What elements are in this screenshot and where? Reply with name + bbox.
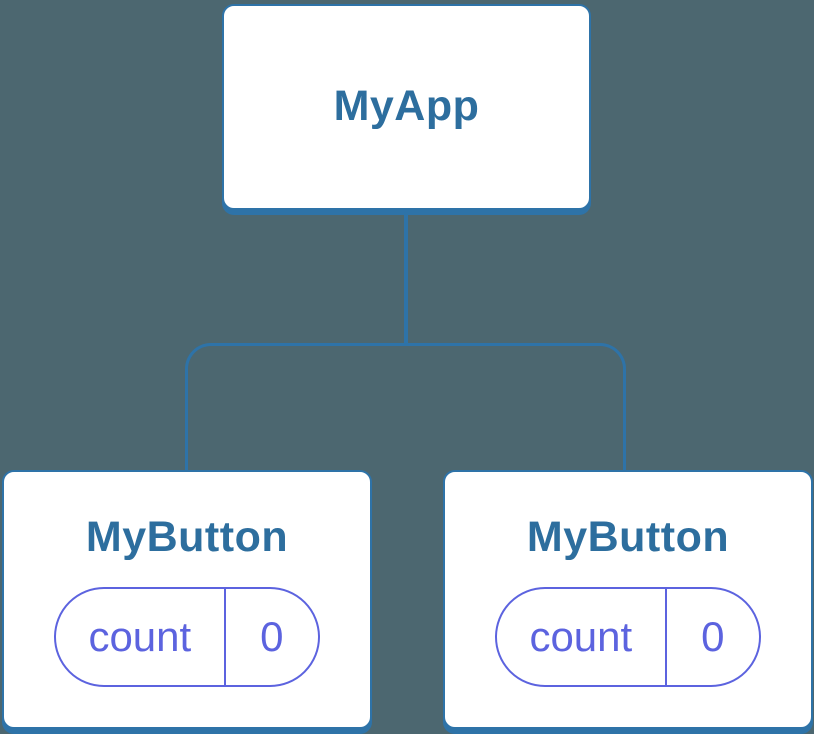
node-mybutton-2-label: MyButton [526,513,730,561]
node-mybutton-2: MyButton count 0 [443,470,813,729]
node-mybutton-1-label: MyButton [85,513,289,561]
state-pill-1-name: count [56,589,226,686]
node-mybutton-1: MyButton count 0 [2,470,372,729]
node-myapp-label: MyApp [333,82,480,131]
state-pill-1-value: 0 [260,613,284,661]
connector-branch-bracket [185,343,626,470]
connector-root-stem [404,206,408,345]
node-myapp: MyApp [222,4,591,210]
state-pill-2: count 0 [495,587,761,688]
state-pill-2-value: 0 [701,613,725,661]
state-pill-1: count 0 [54,587,320,688]
state-pill-2-name: count [497,589,667,686]
